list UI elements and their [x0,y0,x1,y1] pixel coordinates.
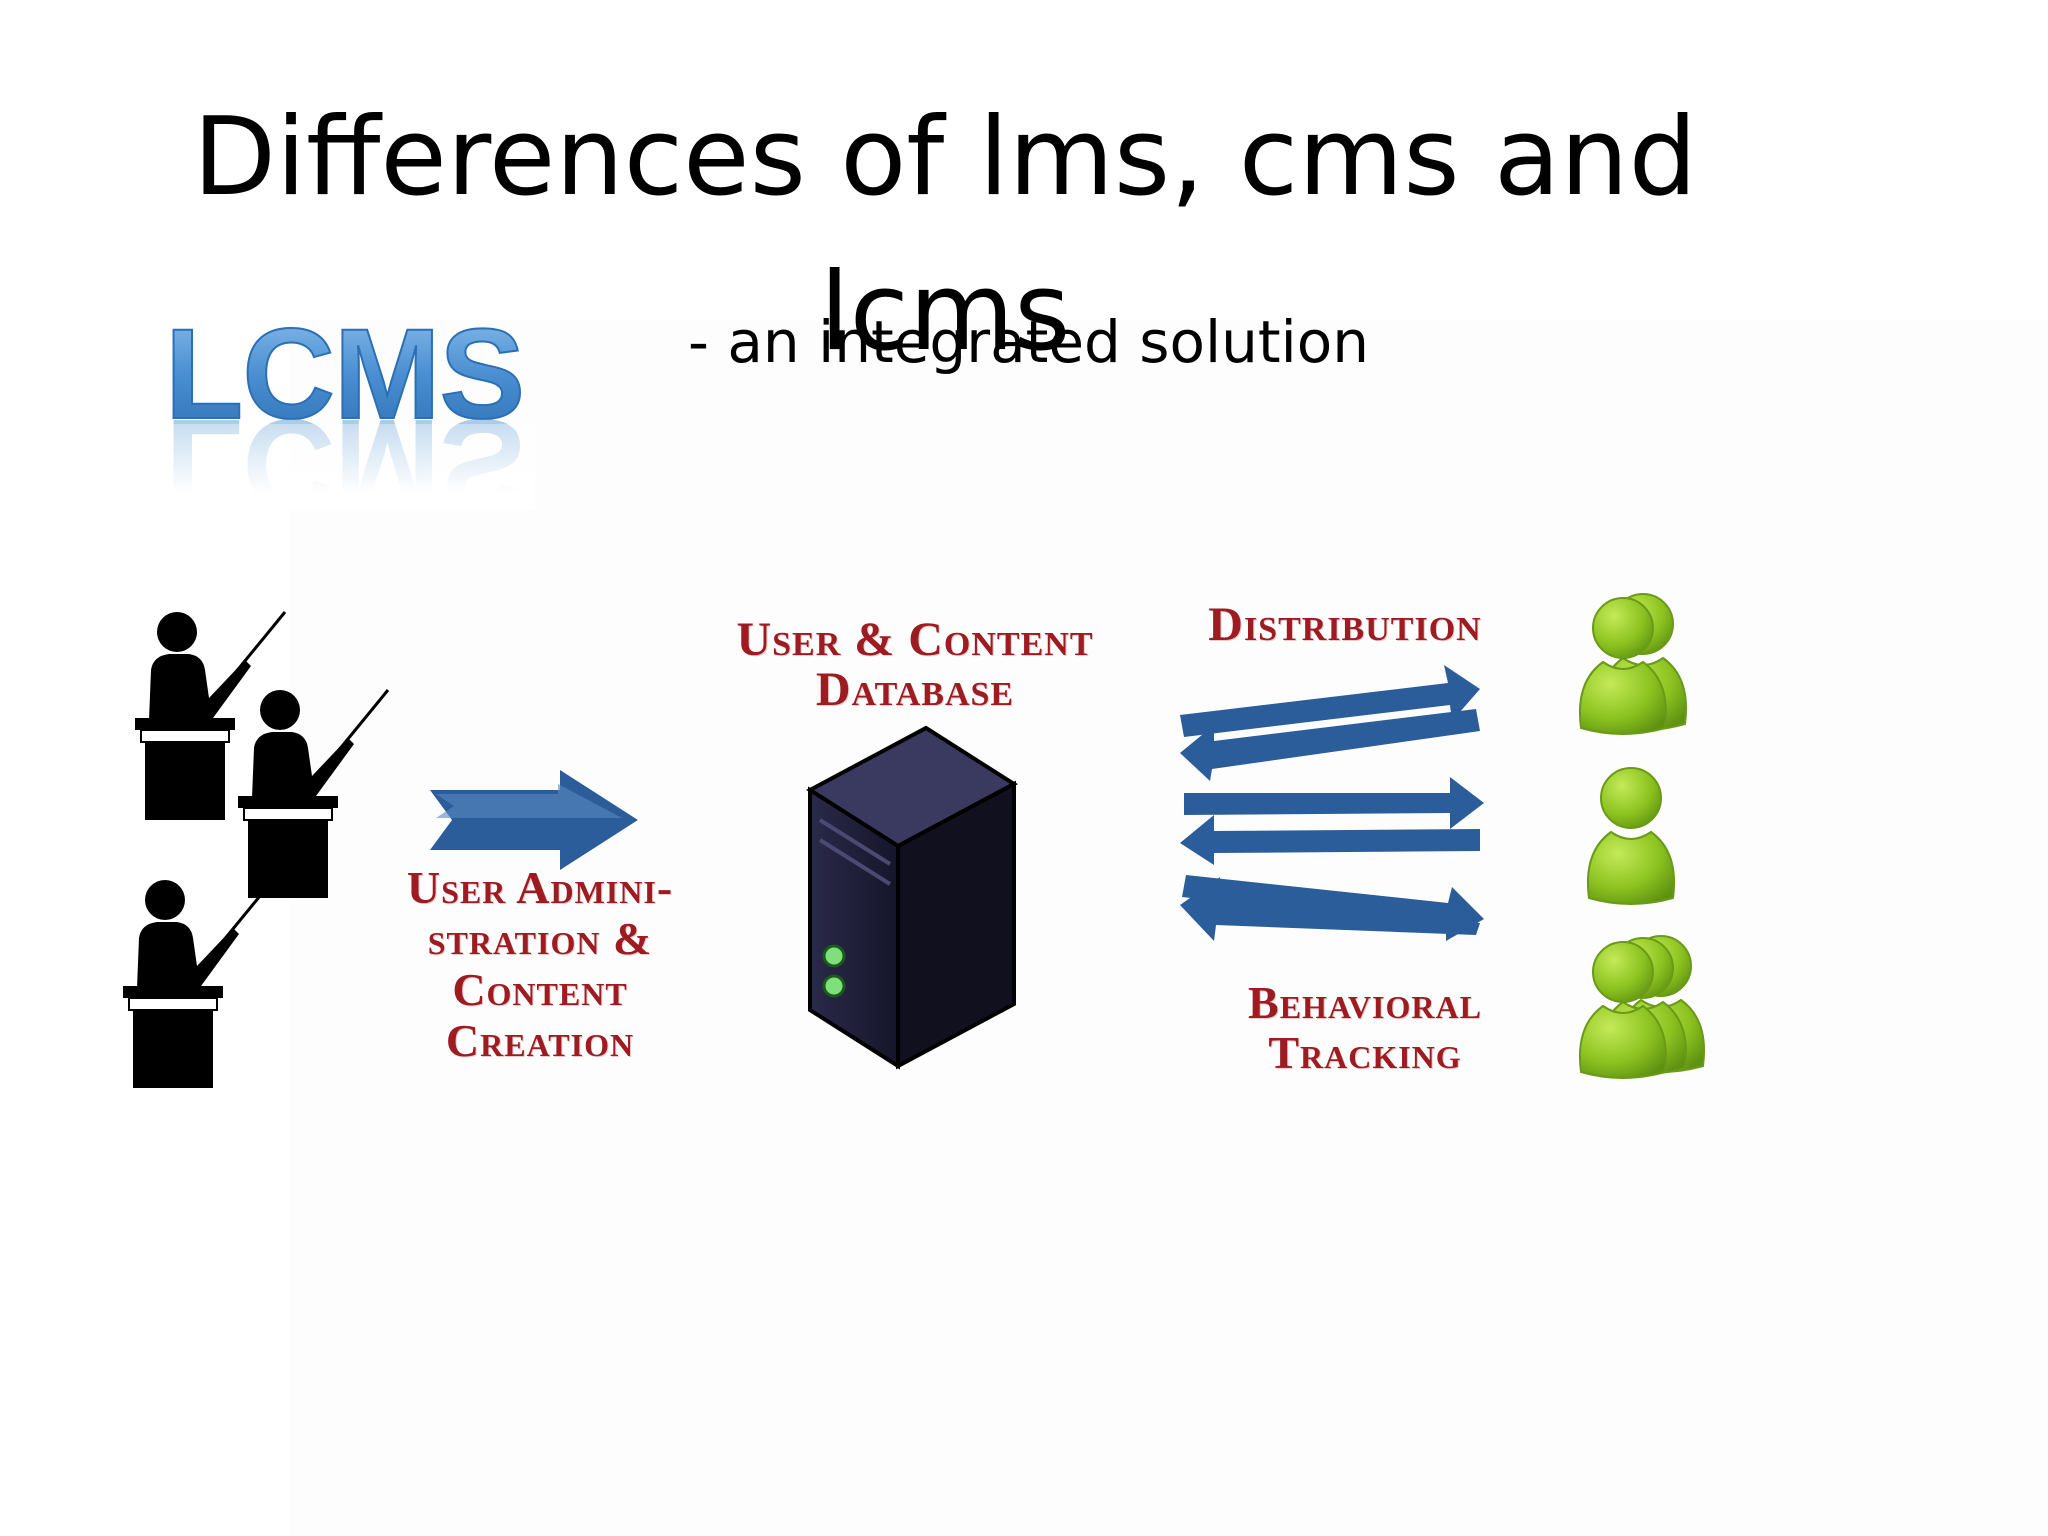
slide-subtitle: - an integrated solution [688,308,1369,376]
bidirectional-arrows-icon [1180,665,1484,941]
right-arrow-icon [430,770,638,870]
admin-label: User Admini- stration & Content Creation [355,862,725,1066]
database-label: User & Content Database [705,615,1125,715]
slide-title-line-1: Differences of lms, cms and [192,95,1698,221]
database-label-line-2: Database [815,663,1015,716]
admin-label-line-3: Content [452,964,628,1015]
lcms-logo: LCMS LCMS [165,302,535,510]
admin-label-line-2: stration & [427,913,653,964]
user-group-icon [1578,593,1688,735]
tracking-label-line-1: Behavioral [1248,977,1482,1028]
user-group-icon [1578,935,1706,1079]
instructor-at-podium-icon [121,878,275,1090]
admin-label-line-4: Creation [445,1015,635,1066]
tracking-label-line-2: Tracking [1268,1027,1462,1078]
diagram-background [290,320,2048,1536]
admin-label-line-1: User Admini- [406,862,674,913]
distribution-label: Distribution [1208,598,1482,651]
slide-title-line-2: lcms [819,250,1071,376]
server-tower-icon [806,725,1018,1070]
tracking-label: Behavioral Tracking [1170,978,1560,1078]
learners-group [1578,593,1706,1079]
lcms-logo-text: LCMS [165,303,525,446]
database-label-line-1: User & Content [736,613,1094,666]
user-icon [1586,767,1676,905]
slide-title: Differences of lms, cms and lcms [160,80,1730,390]
